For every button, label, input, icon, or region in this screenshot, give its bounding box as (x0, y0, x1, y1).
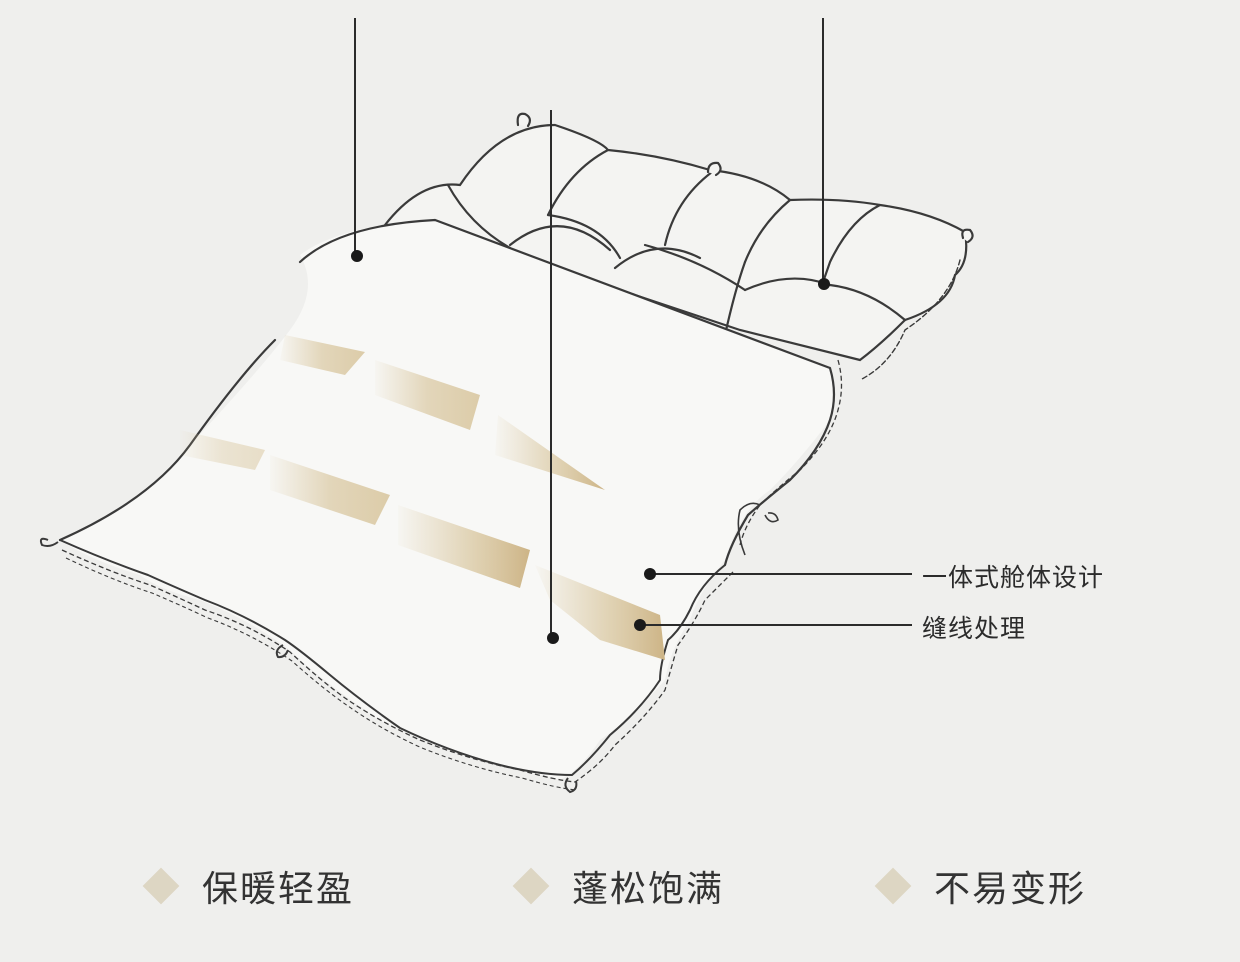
callout-stitching: 缝线处理 (922, 609, 1026, 645)
diamond-icon (875, 868, 912, 905)
diamond-icon (143, 868, 180, 905)
feature-label: 保暖轻盈 (202, 860, 354, 912)
feature-label: 蓬松饱满 (572, 860, 724, 912)
leader-dot-right (818, 278, 830, 290)
feature-label: 不易变形 (934, 860, 1086, 912)
leader-dot-center (547, 632, 559, 644)
diamond-icon (513, 868, 550, 905)
leader-dot-stitch (634, 619, 646, 631)
feature-fluffy-full: 蓬松饱满 (510, 862, 724, 910)
leader-dot-left (351, 250, 363, 262)
leader-dot-cabin (644, 568, 656, 580)
feature-no-deform: 不易变形 (872, 862, 1086, 910)
callout-integrated-cabin: 一体式舱体设计 (922, 558, 1104, 594)
feature-warm-light: 保暖轻盈 (140, 862, 354, 910)
